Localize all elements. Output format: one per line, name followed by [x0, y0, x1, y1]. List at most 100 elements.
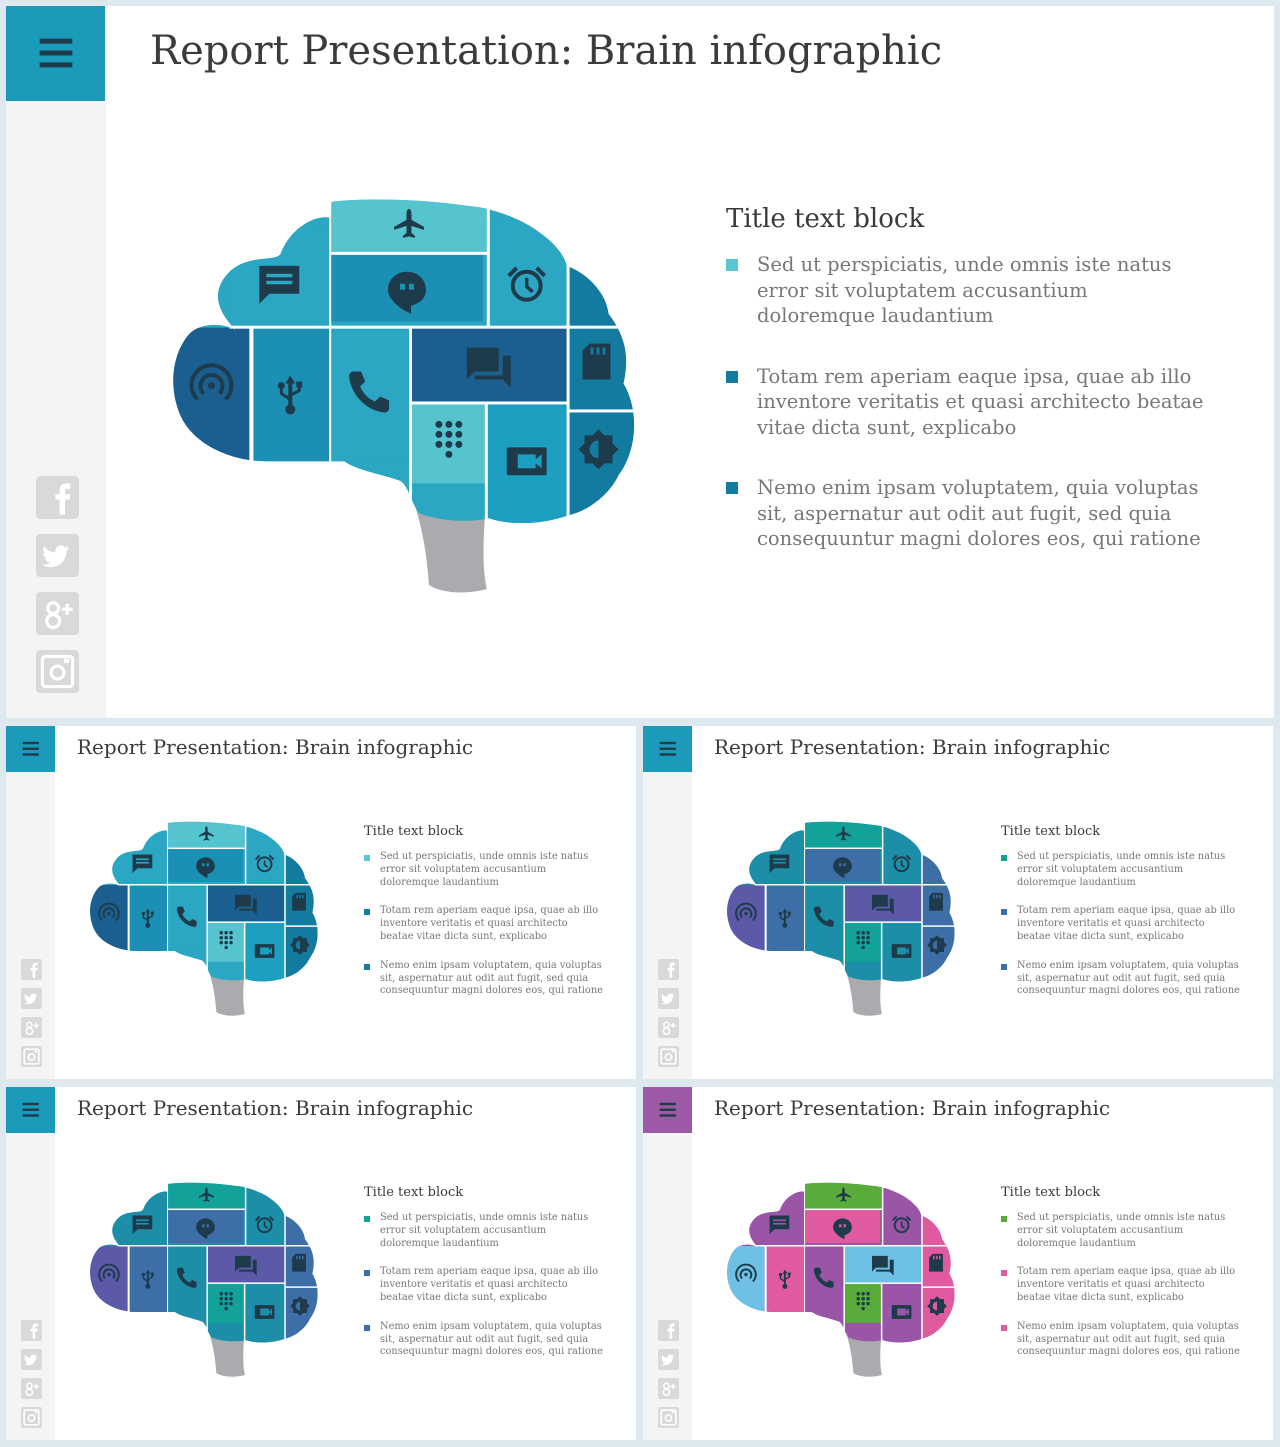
usb-icon — [141, 908, 154, 928]
dial-icon — [219, 931, 233, 950]
bright-icon — [290, 1296, 310, 1316]
video-icon — [254, 1305, 275, 1319]
hang-icon — [833, 857, 852, 879]
bullet-text: Nemo enim ipsam voluptatem, quia volupta… — [1017, 959, 1240, 997]
bullet-2: Totam rem aperiam eaque ipsa, quae ab il… — [1001, 905, 1241, 943]
bullet-marker — [364, 1324, 370, 1331]
slide-title: Report Presentation: Brain infographic — [714, 1096, 1111, 1120]
social-instagram[interactable] — [36, 650, 79, 693]
bullet-text: Sed ut perspiciatis, unde omnis iste nat… — [380, 851, 589, 888]
instagram-icon — [21, 1046, 42, 1067]
menu-button[interactable] — [643, 1087, 692, 1133]
hamburger-icon — [6, 726, 55, 772]
slide-title: Report Presentation: Brain infographic — [77, 735, 474, 759]
google-plus-icon — [658, 1017, 679, 1038]
menu-button[interactable] — [6, 726, 55, 772]
twitter-icon — [21, 1349, 42, 1370]
bullet-marker — [1001, 1270, 1007, 1277]
bullet-text: Nemo enim ipsam voluptatem, quia volupta… — [380, 959, 603, 997]
social-twitter[interactable] — [658, 988, 679, 1009]
alarm-icon — [892, 1215, 912, 1234]
phone-icon — [176, 906, 197, 927]
bullet-3: Nemo enim ipsam voluptatem, quia volupta… — [364, 1321, 604, 1359]
sd-icon — [582, 343, 611, 380]
hamburger-icon — [6, 6, 105, 101]
instagram-icon — [658, 1046, 679, 1067]
bullet-marker — [1001, 909, 1007, 916]
block-title: Title text block — [1001, 824, 1101, 839]
menu-button[interactable] — [643, 726, 692, 772]
social-google-plus[interactable] — [36, 592, 79, 635]
social-facebook[interactable] — [21, 1320, 42, 1341]
bullet-marker — [364, 963, 370, 970]
bullet-text: Nemo enim ipsam voluptatem, quia volupta… — [1017, 1320, 1240, 1358]
social-twitter[interactable] — [21, 988, 42, 1009]
social-instagram[interactable] — [658, 1046, 679, 1067]
social-google-plus[interactable] — [21, 1017, 42, 1038]
slide-title: Report Presentation: Brain infographic — [714, 735, 1111, 759]
airplane-icon — [836, 1187, 851, 1202]
bullet-text: Sed ut perspiciatis, unde omnis iste nat… — [1017, 851, 1226, 888]
slide-title: Report Presentation: Brain infographic — [150, 28, 943, 74]
slide-main: Report Presentation: Brain infographic T… — [6, 6, 1274, 718]
airplane-icon — [199, 1187, 214, 1202]
brain-infographic — [169, 194, 639, 593]
social-instagram[interactable] — [658, 1407, 679, 1428]
msg-icon — [132, 854, 153, 874]
menu-button[interactable] — [6, 6, 105, 101]
hang-icon — [196, 857, 215, 879]
bullet-marker — [726, 259, 738, 271]
twitter-icon — [658, 988, 679, 1009]
bullet-3: Nemo enim ipsam voluptatem, quia volupta… — [1001, 1321, 1241, 1359]
bullet-3: Nemo enim ipsam voluptatem, quia volupta… — [364, 960, 604, 998]
social-google-plus[interactable] — [658, 1017, 679, 1038]
sd-icon — [929, 892, 943, 911]
instagram-icon — [36, 650, 79, 693]
dial-icon — [219, 1292, 233, 1311]
video-icon — [506, 447, 547, 476]
hamburger-icon — [6, 1087, 55, 1133]
msg-icon — [132, 1215, 153, 1235]
bright-icon — [578, 429, 619, 470]
social-facebook[interactable] — [21, 959, 42, 980]
bright-icon — [927, 935, 947, 955]
alarm-icon — [507, 266, 547, 302]
sd-icon — [292, 892, 306, 911]
hamburger-icon — [643, 1087, 692, 1133]
twitter-icon — [36, 534, 79, 577]
msg-icon — [259, 265, 300, 304]
usb-icon — [141, 1269, 154, 1289]
social-google-plus[interactable] — [658, 1378, 679, 1399]
social-instagram[interactable] — [21, 1407, 42, 1428]
bullet-3: Nemo enim ipsam voluptatem, quia volupta… — [726, 475, 1206, 552]
instagram-icon — [658, 1407, 679, 1428]
bullet-marker — [1001, 855, 1007, 861]
brain-infographic — [87, 819, 321, 1016]
block-title: Title text block — [726, 204, 925, 234]
hamburger-icon — [643, 726, 692, 772]
bullet-1: Sed ut perspiciatis, unde omnis iste nat… — [1001, 851, 1241, 889]
social-twitter[interactable] — [36, 534, 79, 577]
social-google-plus[interactable] — [21, 1378, 42, 1399]
social-facebook[interactable] — [658, 959, 679, 980]
forum-icon — [235, 894, 257, 915]
social-facebook[interactable] — [36, 476, 79, 519]
forum-icon — [872, 894, 894, 915]
social-twitter[interactable] — [658, 1349, 679, 1370]
google-plus-icon — [21, 1017, 42, 1038]
social-instagram[interactable] — [21, 1046, 42, 1067]
menu-button[interactable] — [6, 1087, 55, 1133]
social-facebook[interactable] — [658, 1320, 679, 1341]
bullet-1: Sed ut perspiciatis, unde omnis iste nat… — [364, 851, 604, 889]
wifi-icon — [735, 902, 757, 922]
usb-icon — [778, 1269, 791, 1289]
social-twitter[interactable] — [21, 1349, 42, 1370]
bullet-2: Totam rem aperiam eaque ipsa, quae ab il… — [726, 364, 1206, 441]
bullet-text: Sed ut perspiciatis, unde omnis iste nat… — [380, 1212, 589, 1249]
